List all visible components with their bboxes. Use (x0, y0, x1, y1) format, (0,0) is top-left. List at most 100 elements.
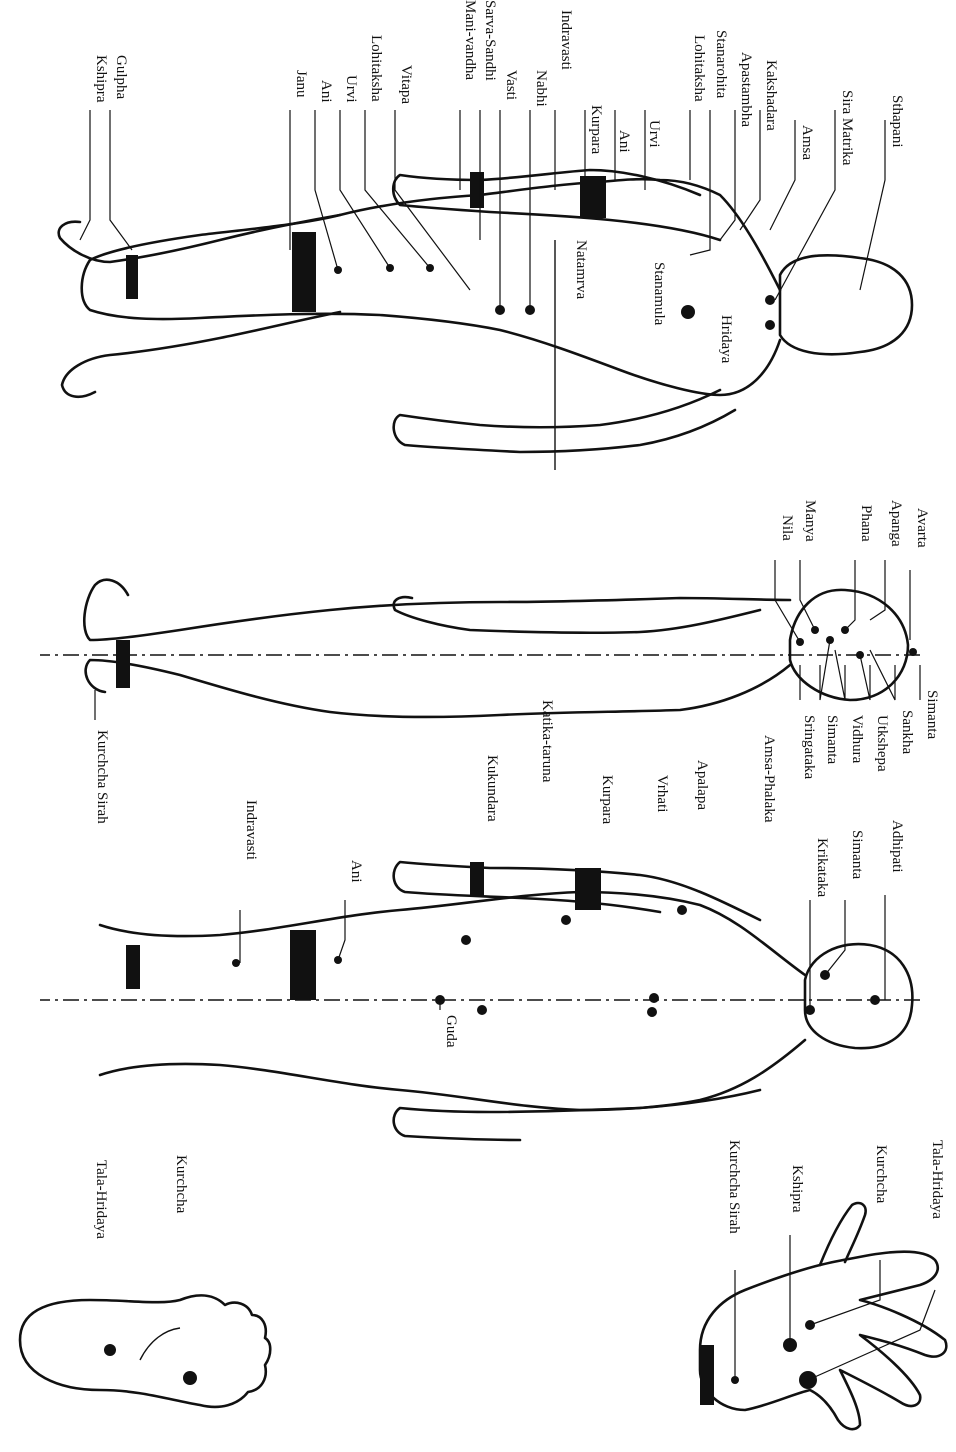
label-vrhati: Vrhati (654, 775, 670, 812)
label-guda: Guda (443, 1015, 459, 1048)
label-kurchcha-sirah-hand: Kurchcha Sirah (726, 1140, 742, 1234)
label-natamrva: Natamrva (573, 240, 589, 299)
back-point-3 (677, 905, 687, 915)
figure-foot (20, 1295, 270, 1406)
label-kurchcha-foot: Kurchcha (173, 1155, 189, 1214)
label-kurchcha-sirah-side: Kurchcha Sirah (94, 730, 110, 824)
label-gulpha: Gulpha (113, 55, 129, 100)
front-hridaya-point (681, 305, 695, 319)
label-avarta: Avarta (914, 508, 930, 548)
label-vitapa: Vitapa (398, 65, 414, 104)
label-hridaya: Hridaya (718, 315, 734, 364)
label-amsa-phalaka: Amsa-Phalaka (761, 735, 777, 823)
label-simanta-back: Simanta (849, 830, 865, 880)
label-simanta-side: Simanta (924, 690, 940, 740)
back-label-leaders (240, 895, 885, 1010)
label-sira-matrika: Sira Matrika (839, 90, 855, 166)
side-ankle-band (116, 640, 130, 688)
label-vasti: Vasti (503, 70, 519, 100)
label-lohitaksha-low: Lohitaksha (368, 35, 384, 102)
side-labels: Avarta Apanga Phana Manya Nila Simanta S… (94, 500, 940, 824)
back-point-8 (477, 1005, 487, 1015)
front-point-6 (765, 295, 775, 305)
label-kurpara-side: Kurpara (599, 775, 615, 824)
label-mani-vandha: Mani-vandha (462, 0, 478, 80)
front-right-arm (394, 390, 735, 452)
foot-labels: Kurchcha Tala-Hridaya (93, 1155, 189, 1239)
label-kshipra-top: Kshipra (93, 55, 109, 103)
hand-label-leaders (735, 1235, 935, 1380)
figure-side-view (40, 580, 920, 717)
side-body-outline (84, 580, 790, 640)
label-ani-top: Ani (616, 130, 632, 153)
label-indravasti-back: Indravasti (243, 800, 259, 860)
label-phana: Phana (858, 505, 874, 542)
label-kukundara: Kukundara (484, 755, 500, 822)
back-wrist-band (470, 862, 484, 896)
label-ani-low: Ani (318, 80, 334, 103)
side-label-leaders (95, 560, 920, 720)
back-body-outline-2 (100, 1040, 805, 1110)
back-elbow-band (575, 868, 601, 910)
label-indravasti-top: Indravasti (558, 10, 574, 70)
back-head-outline (805, 944, 912, 1048)
label-sthapani: Sthapani (889, 95, 905, 148)
label-krikataka: Krikataka (814, 838, 830, 897)
foot-kurchcha-point (183, 1371, 197, 1385)
label-sankha: Sankha (899, 710, 915, 755)
label-stanamula: Stanamula (651, 262, 667, 326)
label-manya: Manya (802, 500, 818, 542)
figure-front-view (59, 170, 912, 470)
side-simanta-point (909, 648, 917, 656)
hand-thumb (820, 1203, 866, 1265)
label-nila: Nila (779, 515, 795, 541)
label-adhipati: Adhipati (889, 820, 905, 873)
figure-back-view (40, 862, 920, 1140)
front-right-leg (62, 312, 340, 397)
label-stanarohita: Stanarohita (713, 30, 729, 99)
label-urvi-low: Urvi (343, 75, 359, 103)
back-knee-band (290, 930, 316, 1000)
label-kakshadara: Kakshadara (763, 60, 779, 131)
label-apanga: Apanga (888, 500, 904, 547)
label-simanta-side-2: Simanta (824, 715, 840, 765)
label-tala-hridaya-foot: Tala-Hridaya (93, 1160, 109, 1239)
label-vidhura: Vidhura (849, 715, 865, 764)
label-utkshepa: Utkshepa (874, 715, 890, 772)
back-body-outline (100, 892, 805, 975)
front-knee-band (292, 232, 316, 312)
label-tala-hridaya-hand: Tala-Hridaya (929, 1140, 945, 1219)
label-lohitaksha-top: Lohitaksha (691, 35, 707, 102)
front-head-outline (780, 255, 912, 354)
side-back-outline (86, 660, 790, 717)
label-kurpara-top: Kurpara (588, 105, 604, 154)
figure-hand (700, 1203, 946, 1429)
front-point-7 (765, 320, 775, 330)
label-sringataka: Sringataka (801, 715, 817, 779)
label-apastambha: Apastambha (738, 52, 754, 127)
back-ankle-band (126, 945, 140, 989)
back-point-5 (647, 1007, 657, 1017)
foot-arch-line (140, 1328, 180, 1360)
back-point-7 (461, 935, 471, 945)
hand-outline (700, 1252, 946, 1429)
label-katika-taruna: Katika-taruna (539, 700, 555, 783)
front-elbow-band (580, 176, 606, 218)
foot-tala-hridaya-point (104, 1344, 116, 1356)
front-wrist-band (470, 172, 484, 208)
back-point-11 (232, 959, 240, 967)
label-janu: Janu (293, 70, 309, 98)
label-apalapa: Apalapa (694, 760, 710, 810)
back-point-4 (649, 993, 659, 1003)
back-point-6 (561, 915, 571, 925)
label-urvi-top: Urvi (646, 120, 662, 148)
hand-wrist-band (700, 1345, 714, 1405)
hand-labels: Tala-Hridaya Kurchcha Kshipra Kurchcha S… (726, 1140, 945, 1234)
front-label-leaders (80, 110, 885, 310)
back-adhipati-point (870, 995, 880, 1005)
label-nabhi: Nabhi (533, 70, 549, 107)
front-ankle-band (126, 255, 138, 299)
side-head-outline (790, 590, 908, 700)
